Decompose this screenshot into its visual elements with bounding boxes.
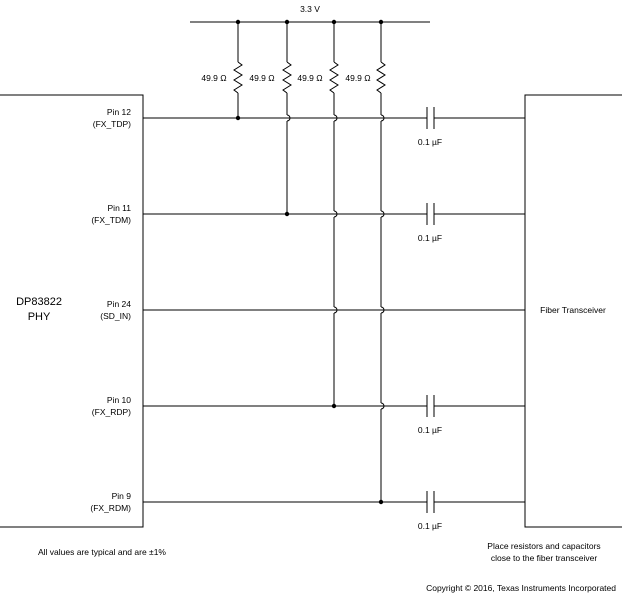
fiber-transceiver-label: Fiber Transceiver — [540, 305, 606, 315]
resistor-r1-label: 49.9 Ω — [201, 73, 226, 83]
pin-label-fx-tdp: Pin 12 (FX_TDP) — [93, 107, 132, 129]
phy-type: PHY — [28, 311, 51, 323]
phy-block — [0, 94, 144, 528]
resistor-r1 — [233, 19, 243, 121]
copyright-note: Copyright © 2016, Texas Instruments Inco… — [426, 583, 616, 593]
signal-line-fx-tdm — [143, 203, 525, 225]
signal-line-fx-rdm — [143, 491, 525, 513]
supply-label: 3.3 V — [300, 4, 320, 14]
pin-label-fx-rdp: Pin 10 (FX_RDP) — [92, 395, 131, 417]
pin-signal: (FX_RDP) — [92, 407, 131, 417]
resistor-r4-label: 49.9 Ω — [345, 73, 370, 83]
placement-note-line2: close to the fiber transceiver — [491, 553, 597, 563]
pin-signal: (FX_TDP) — [93, 119, 131, 129]
capacitor-c3-label: 0.1 µF — [418, 425, 442, 435]
resistor-r3-label: 49.9 Ω — [297, 73, 322, 83]
phy-name: DP83822 — [16, 296, 62, 308]
pin-label-fx-tdm: Pin 11 (FX_TDM) — [91, 203, 131, 225]
capacitor-c1-label: 0.1 µF — [418, 137, 442, 147]
pin-signal: (FX_RDM) — [90, 503, 131, 513]
pin-label-sd-in: Pin 24 (SD_IN) — [100, 299, 131, 321]
resistor-r4 — [376, 19, 386, 505]
pin-signal: (FX_TDM) — [91, 215, 131, 225]
resistor-r3 — [329, 19, 339, 409]
resistor-r2-label: 49.9 Ω — [249, 73, 274, 83]
capacitor-c4-label: 0.1 µF — [418, 521, 442, 531]
signal-line-fx-tdp — [143, 107, 525, 129]
pin-number: Pin 9 — [112, 491, 132, 501]
tolerance-note: All values are typical and are ±1% — [38, 547, 166, 557]
pin-number: Pin 12 — [107, 107, 131, 117]
pin-number: Pin 10 — [107, 395, 131, 405]
capacitor-c2-label: 0.1 µF — [418, 233, 442, 243]
pin-label-fx-rdm: Pin 9 (FX_RDM) — [90, 491, 131, 513]
pin-number: Pin 11 — [108, 203, 132, 213]
fiber-transceiver-block — [524, 94, 622, 528]
placement-note-line1: Place resistors and capacitors — [487, 541, 600, 551]
pin-signal: (SD_IN) — [100, 311, 131, 321]
signal-line-fx-rdp — [143, 395, 525, 417]
pin-number: Pin 24 — [107, 299, 131, 309]
